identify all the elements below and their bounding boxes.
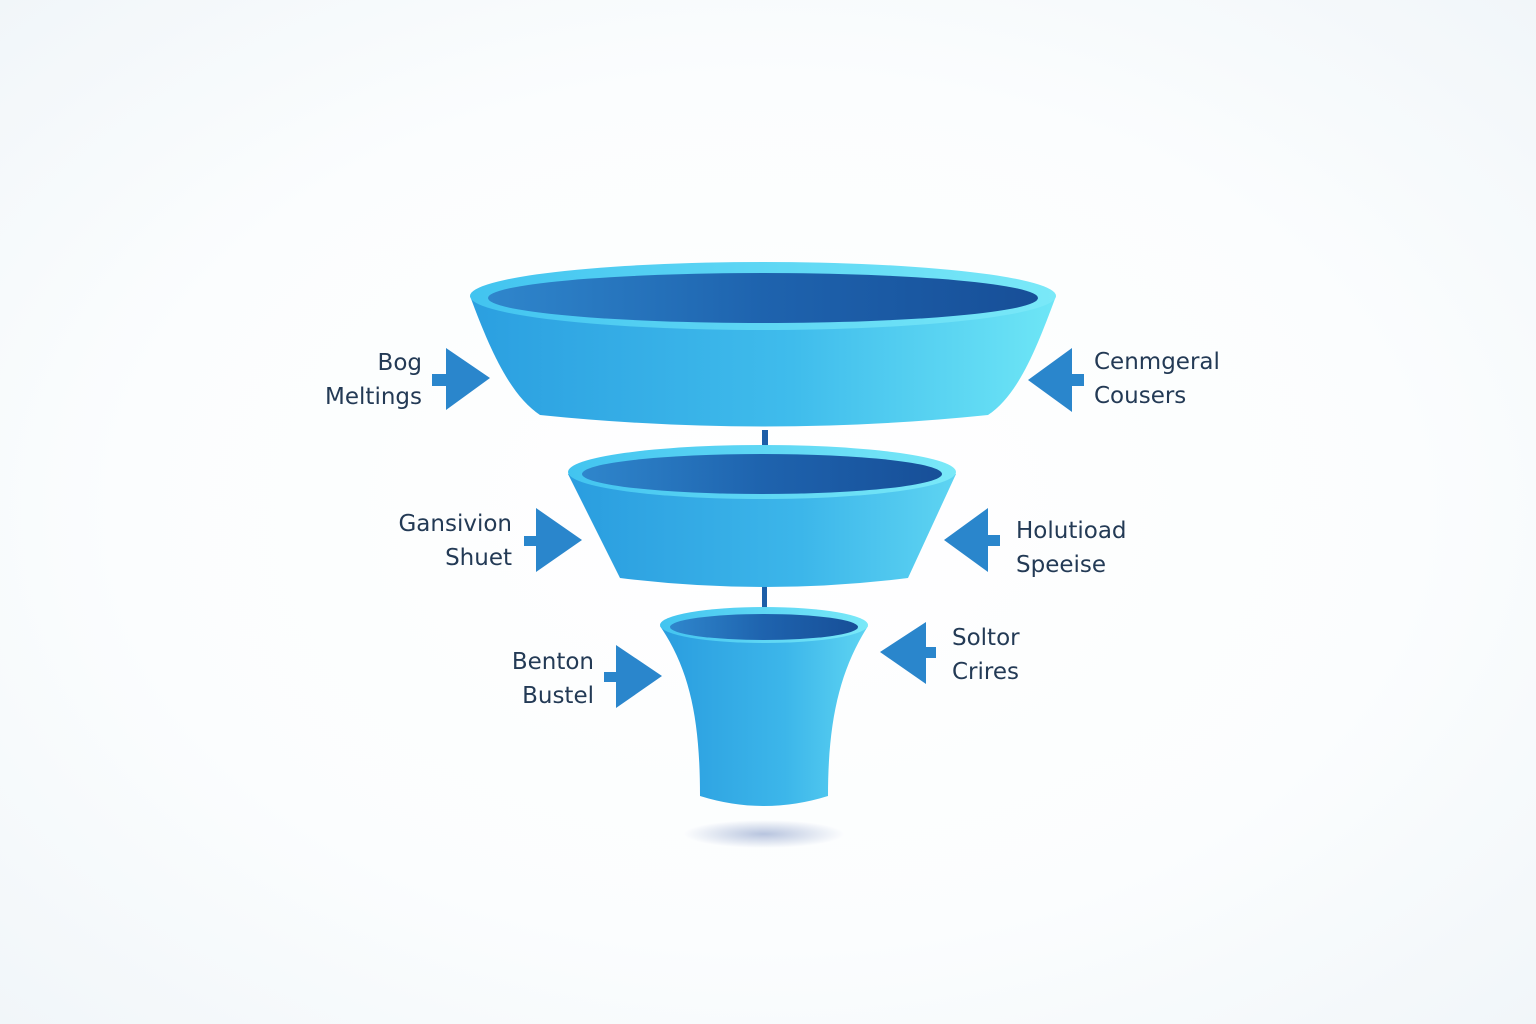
label-line: Bustel [522,683,594,709]
funnel-shadow [684,820,844,848]
tier-1-right-label: Cenmgeral Cousers [1094,345,1220,413]
funnel-tier-2 [568,445,956,587]
label-line: Benton [511,649,594,675]
label-line: Bog [377,350,422,376]
label-line: Shuet [445,545,512,571]
arrow-right-icon [432,348,490,410]
arrow-right-icon [604,645,662,708]
tier-3-left-label: Benton Bustel [512,645,594,713]
arrow-left-icon [944,508,1000,572]
tier-2-left-label: Gansivion Shuet [398,507,512,575]
funnel-tier-3 [660,607,868,806]
arrow-left-icon [880,622,936,684]
label-line: Cousers [1094,383,1187,409]
arrow-right-icon [524,508,582,572]
label-line: Soltor [952,625,1020,651]
label-line: Gansivion [398,511,512,537]
label-line: Speeise [1016,552,1107,578]
tier-1-left-label: Bog Meltings [325,346,422,414]
tier-2-right-label: Holutioad Speeise [1016,514,1127,582]
label-line: Meltings [325,384,422,410]
label-line: Cenmgeral [1094,349,1220,375]
label-line: Crires [952,659,1019,685]
label-line: Holutioad [1016,518,1127,544]
tier-3-right-label: Soltor Crires [952,621,1020,689]
arrow-left-icon [1028,348,1084,412]
funnel-tier-1 [470,262,1056,427]
